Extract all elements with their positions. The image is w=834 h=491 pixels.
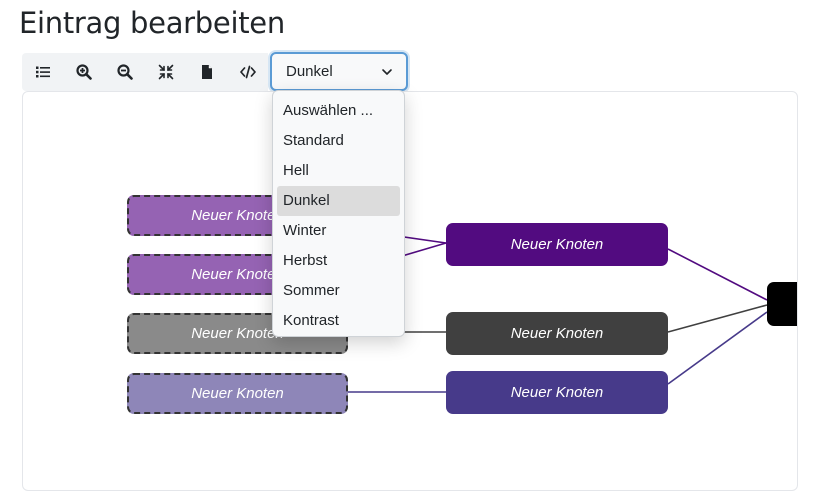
theme-select-value: Dunkel — [286, 63, 333, 80]
flow-node[interactable]: Neuer Knoten — [127, 373, 348, 414]
list-button[interactable] — [22, 53, 63, 91]
zoom-out-icon — [116, 64, 133, 80]
compress-arrows-icon — [158, 64, 173, 80]
node-label: Neuer Knoten — [510, 384, 604, 401]
flow-canvas[interactable]: Neuer Knoten Neuer Knoten Neuer Knoten N… — [22, 91, 798, 491]
node-label: Neuer Knoten — [191, 266, 284, 283]
node-label: Neuer Knoten — [191, 385, 284, 402]
theme-option[interactable]: Hell — [283, 162, 309, 179]
code-icon — [239, 65, 256, 79]
document-button[interactable] — [186, 53, 227, 91]
flow-node-output[interactable] — [767, 282, 797, 326]
theme-option-selected[interactable]: Dunkel — [277, 186, 400, 216]
node-label: Neuer Knoten — [510, 236, 604, 253]
flow-node[interactable]: Neuer Knoten — [446, 371, 668, 414]
flow-node[interactable]: Neuer Knoten — [446, 223, 668, 266]
theme-dropdown-menu: Auswählen ... Standard Hell Dunkel Winte… — [272, 90, 405, 337]
chevron-down-icon — [382, 68, 392, 75]
theme-option[interactable]: Winter — [283, 222, 327, 239]
node-label: Neuer Knoten — [191, 207, 284, 224]
page-title: Eintrag bearbeiten — [19, 6, 285, 40]
node-label: Neuer Knoten — [191, 325, 284, 342]
edge — [667, 304, 768, 333]
edge — [667, 248, 768, 301]
theme-option[interactable]: Herbst — [283, 252, 328, 269]
edge — [667, 311, 768, 385]
file-icon — [201, 65, 212, 79]
zoom-in-button[interactable] — [63, 53, 104, 91]
code-button[interactable] — [227, 53, 268, 91]
editor-toolbar — [22, 53, 268, 91]
flow-node[interactable]: Neuer Knoten — [446, 312, 668, 355]
zoom-in-icon — [75, 64, 92, 80]
node-label: Neuer Knoten — [510, 325, 604, 342]
theme-option[interactable]: Sommer — [283, 282, 340, 299]
zoom-out-button[interactable] — [104, 53, 145, 91]
list-icon — [35, 66, 50, 78]
theme-select[interactable]: Dunkel — [270, 52, 408, 91]
fit-view-button[interactable] — [145, 53, 186, 91]
theme-option[interactable]: Kontrast — [283, 312, 339, 329]
theme-option[interactable]: Auswählen ... — [283, 102, 374, 119]
theme-option[interactable]: Standard — [283, 132, 344, 149]
